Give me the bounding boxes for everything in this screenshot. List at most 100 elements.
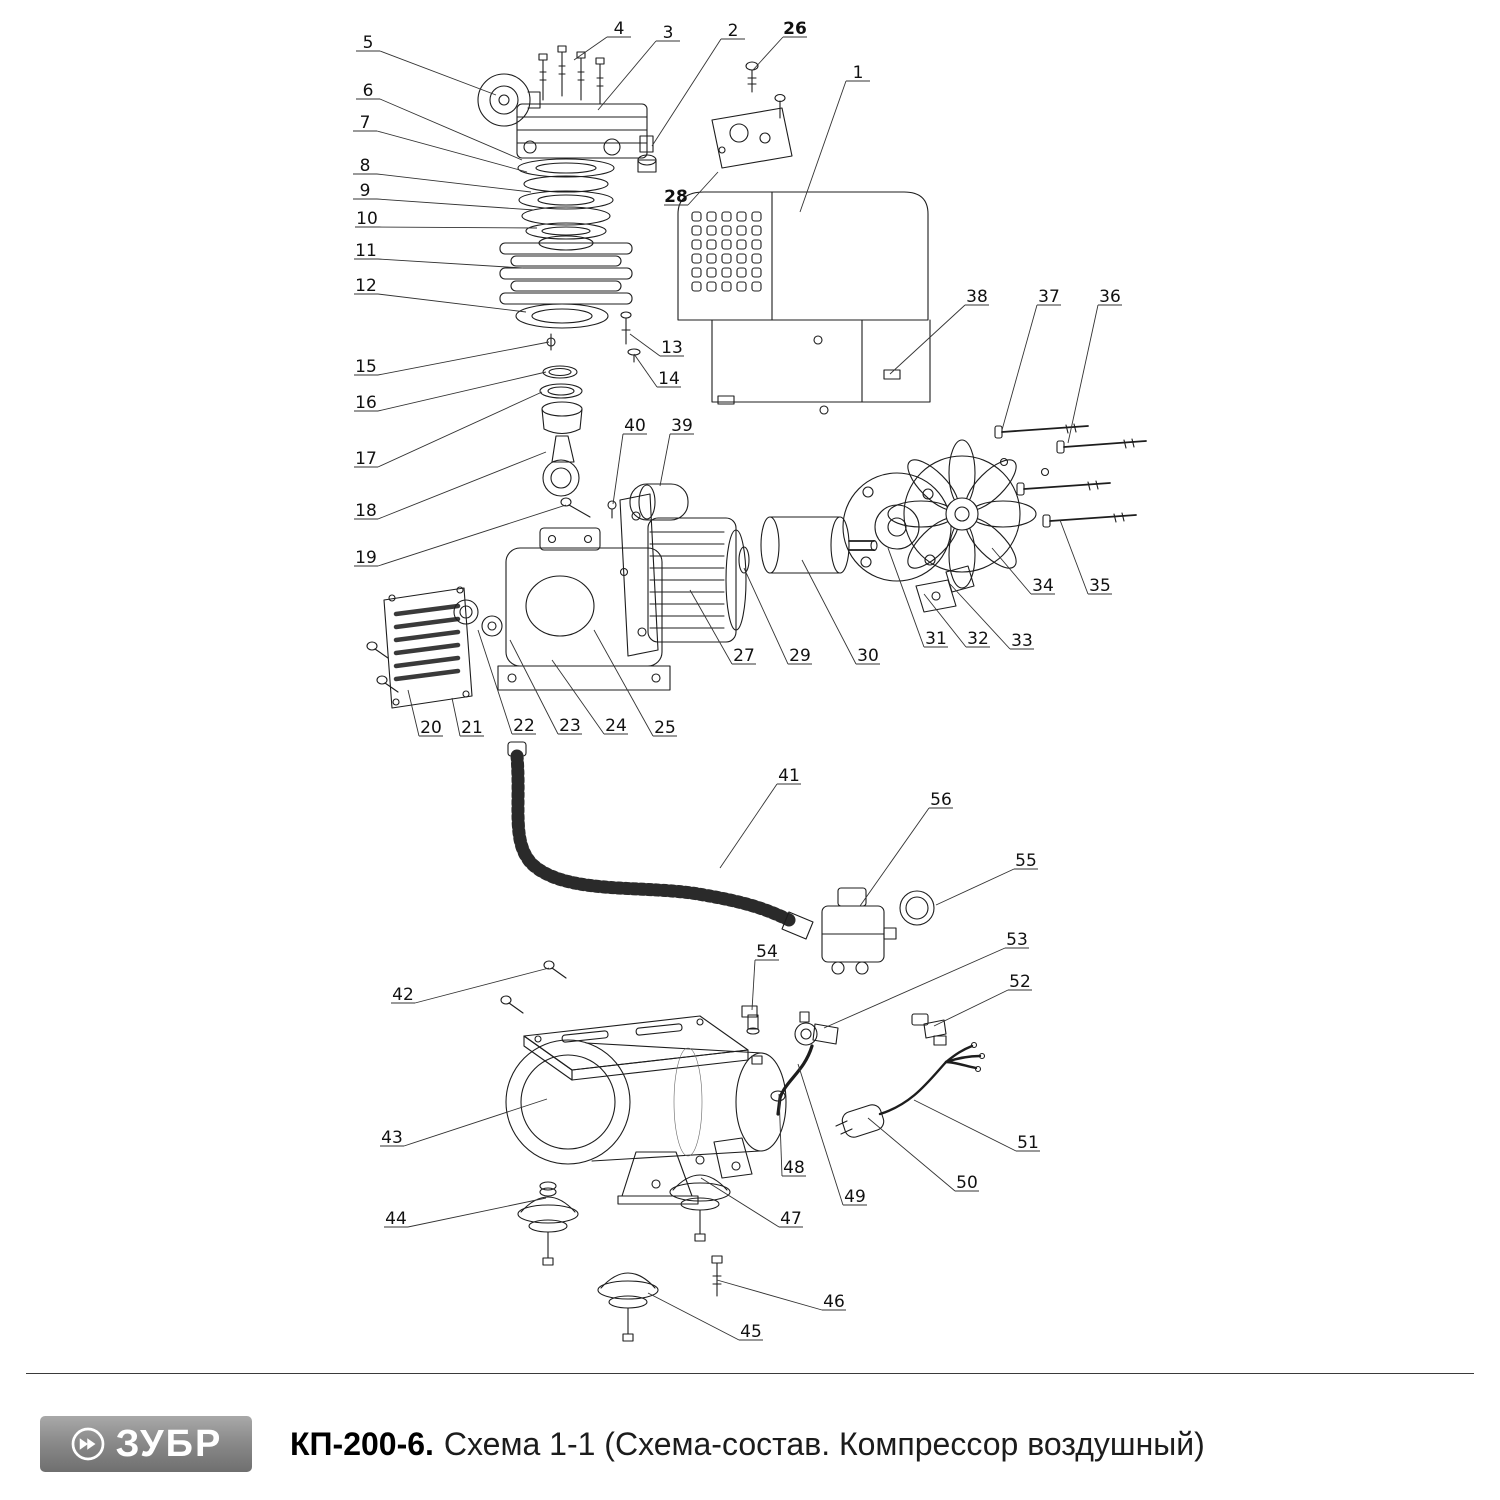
platform-screws xyxy=(500,960,567,1014)
callout-28: 28 xyxy=(664,187,688,207)
rod-bolt xyxy=(560,497,591,518)
leader-line-42 xyxy=(414,967,550,1004)
leader-line-41 xyxy=(719,783,778,869)
leader-line-26 xyxy=(752,36,784,71)
leader-line-47 xyxy=(700,1177,780,1228)
callout-54: 54 xyxy=(756,942,778,962)
valve-gasket-stack xyxy=(517,158,615,240)
leader-line-6 xyxy=(379,98,523,161)
callout-23: 23 xyxy=(559,716,581,736)
leader-line-13 xyxy=(629,333,661,357)
callout-5: 5 xyxy=(363,33,374,53)
leader-line-36 xyxy=(1067,304,1099,444)
callout-14: 14 xyxy=(658,369,680,389)
safety-valve xyxy=(911,1013,947,1046)
leader-line-25 xyxy=(593,629,654,737)
leader-line-48 xyxy=(778,1093,783,1177)
leader-line-50 xyxy=(867,1117,956,1192)
leader-line-24 xyxy=(551,659,605,735)
leader-line-20 xyxy=(407,689,420,737)
leader-line-54 xyxy=(751,959,756,1011)
leader-line-30 xyxy=(801,559,857,665)
leader-line-5 xyxy=(379,50,497,96)
callout-52: 52 xyxy=(1009,972,1031,992)
zubr-logo-text: ЗУБР xyxy=(115,1422,223,1465)
piston-rings xyxy=(539,333,583,399)
callout-34: 34 xyxy=(1032,576,1054,596)
leader-line-31 xyxy=(887,547,925,648)
callout-56: 56 xyxy=(930,790,952,810)
elbow-54 xyxy=(741,1005,760,1035)
pressure-switch xyxy=(821,887,897,975)
callout-15: 15 xyxy=(355,357,377,377)
leader-line-46 xyxy=(716,1279,823,1311)
callout-12: 12 xyxy=(355,276,377,296)
callout-30: 30 xyxy=(857,646,879,666)
leader-line-22 xyxy=(477,629,513,735)
stator xyxy=(647,517,747,643)
callout-9: 9 xyxy=(360,181,371,201)
leader-line-16 xyxy=(377,371,547,412)
footer: ЗУБР КП-200-6.Схема 1-1 (Схема-состав. К… xyxy=(0,1373,1500,1472)
motor-cover xyxy=(677,191,931,415)
callout-35: 35 xyxy=(1089,576,1111,596)
callout-32: 32 xyxy=(967,629,989,649)
callout-29: 29 xyxy=(789,646,811,666)
leader-line-4 xyxy=(573,36,608,61)
rotor xyxy=(760,516,878,574)
leader-line-49 xyxy=(797,1063,844,1206)
spiral-hose xyxy=(507,741,814,940)
cylinder-head-assembly xyxy=(477,45,657,518)
capacitor xyxy=(629,483,689,521)
fan xyxy=(887,439,1037,589)
schema-title: Схема 1-1 (Схема-состав. Компрессор возд… xyxy=(443,1425,1205,1462)
callout-7: 7 xyxy=(360,113,371,133)
leader-line-23 xyxy=(509,639,559,735)
leader-line-32 xyxy=(923,593,967,648)
callout-47: 47 xyxy=(780,1209,802,1229)
leader-line-19 xyxy=(377,504,567,567)
shroud-assembly xyxy=(677,61,931,415)
leader-line-12 xyxy=(377,293,527,313)
callout-49: 49 xyxy=(844,1187,866,1207)
leader-line-38 xyxy=(889,304,966,375)
leader-line-33 xyxy=(949,583,1011,650)
crankcase xyxy=(497,527,671,691)
callout-21: 21 xyxy=(461,718,483,738)
leader-line-40 xyxy=(612,433,624,505)
callout-25: 25 xyxy=(654,718,676,738)
leader-line-28 xyxy=(687,171,719,206)
leader-line-55 xyxy=(935,868,1015,906)
exploded-diagram: 1234567891011121314151617181920212223242… xyxy=(353,19,1147,1342)
leader-line-8 xyxy=(376,173,532,193)
mounting-bracket xyxy=(711,61,793,169)
leader-line-56 xyxy=(859,807,930,907)
callout-48: 48 xyxy=(783,1158,805,1178)
callout-6: 6 xyxy=(363,81,374,101)
leader-line-18 xyxy=(377,451,547,520)
cap xyxy=(899,890,935,926)
check-valve xyxy=(794,1011,839,1046)
callout-11: 11 xyxy=(355,241,377,261)
leader-line-51 xyxy=(913,1099,1017,1152)
callout-41: 41 xyxy=(778,766,800,786)
shaft-washer xyxy=(738,546,750,574)
callout-37: 37 xyxy=(1038,287,1060,307)
leader-line-7 xyxy=(376,130,528,173)
callout-38: 38 xyxy=(966,287,988,307)
callout-50: 50 xyxy=(956,1173,978,1193)
front-cover xyxy=(366,586,473,709)
callout-24: 24 xyxy=(605,716,627,736)
leader-line-35 xyxy=(1059,519,1089,595)
callout-39: 39 xyxy=(671,416,693,436)
mount-platform xyxy=(523,1015,749,1081)
leader-line-14 xyxy=(633,353,658,388)
cylinder-head xyxy=(516,103,648,159)
discharge-pipe xyxy=(770,1044,814,1116)
callout-8: 8 xyxy=(360,156,371,176)
schema-model: КП-200-6. xyxy=(290,1425,434,1462)
leader-line-44 xyxy=(407,1197,547,1228)
callout-42: 42 xyxy=(392,985,414,1005)
callout-16: 16 xyxy=(355,393,377,413)
